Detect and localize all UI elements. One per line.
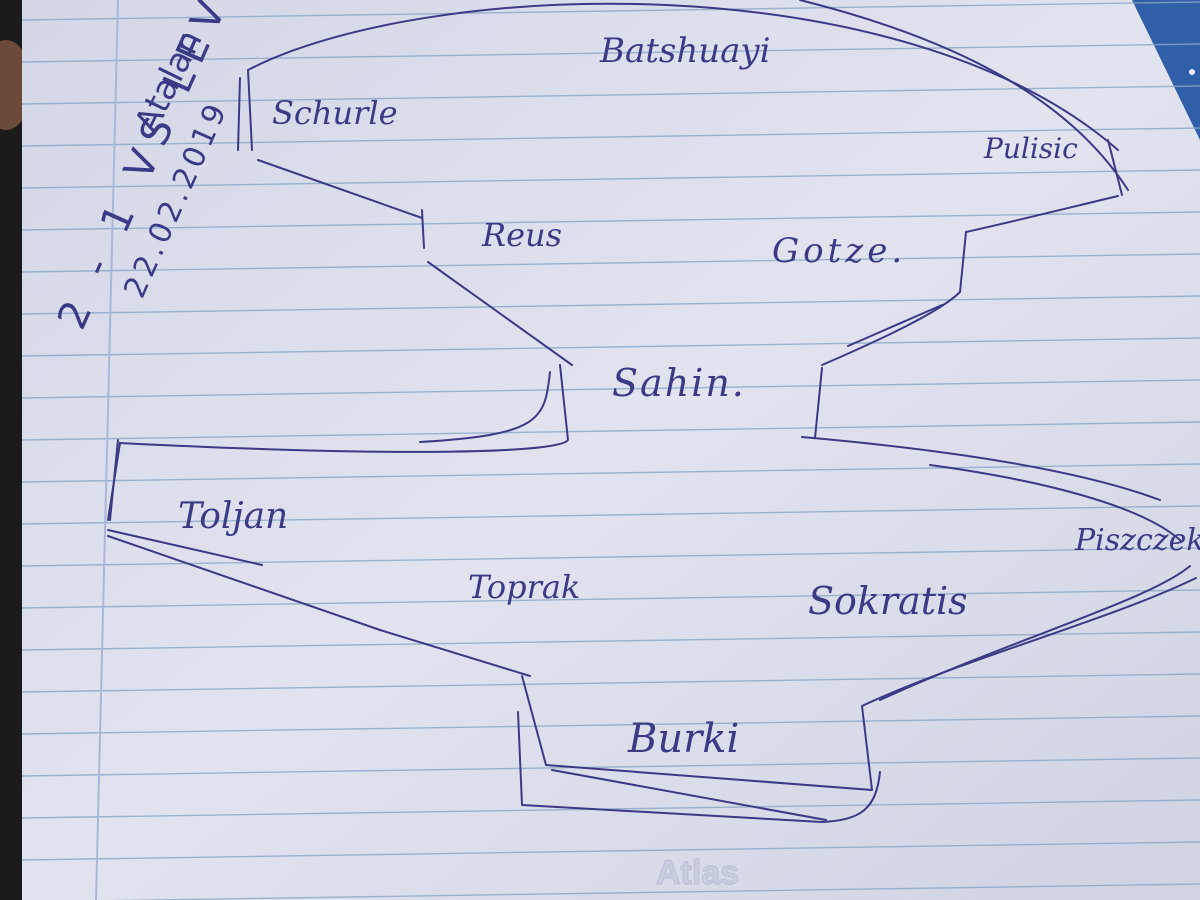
- ruled-line: [21, 421, 1200, 441]
- ruled-lines: [21, 1, 1200, 900]
- ruled-line: [21, 799, 1200, 819]
- formation-outline: [107, 0, 1197, 823]
- margin-line: [95, 0, 119, 900]
- player-gotze: Gotze.: [772, 231, 906, 271]
- ruled-line: [21, 295, 1200, 315]
- ruled-line: [21, 631, 1200, 651]
- ruled-line: [21, 589, 1200, 609]
- ruled-line: [21, 43, 1200, 63]
- ruled-line: [21, 337, 1200, 357]
- notebook-page: [22, 0, 1200, 900]
- ruled-line: [21, 547, 1200, 567]
- notebook-cover: [1132, 0, 1200, 140]
- player-reus: Reus: [481, 216, 562, 254]
- player-schurle: Schurle: [272, 94, 398, 132]
- ruled-line: [21, 379, 1200, 399]
- cover-dot: [1189, 69, 1195, 75]
- player-sokratis: Sokratis: [808, 579, 968, 623]
- player-piszczek: Piszczek: [1074, 523, 1200, 558]
- ruled-line: [21, 1, 1200, 21]
- player-burki: Burki: [627, 716, 739, 762]
- ruled-line: [21, 463, 1200, 483]
- player-toprak: Toprak: [468, 568, 580, 606]
- notebook-brand: Atlas: [656, 854, 739, 892]
- ruled-line: [21, 211, 1200, 231]
- ruled-line: [21, 715, 1200, 735]
- ruled-line: [21, 85, 1200, 105]
- player-pulisic: Pulisic: [983, 132, 1078, 165]
- ruled-line: [21, 673, 1200, 693]
- ruled-line: [21, 757, 1200, 777]
- ruled-line: [107, 883, 1200, 900]
- ruled-line: [21, 841, 1200, 861]
- ruled-line: [21, 169, 1200, 189]
- player-batshuayi: Batshuayi: [599, 31, 771, 71]
- ruled-line: [21, 505, 1200, 525]
- ruled-line: [21, 253, 1200, 273]
- player-toljan: Toljan: [178, 496, 288, 537]
- player-sahin: Sahin.: [612, 361, 746, 405]
- ruled-line: [21, 127, 1200, 147]
